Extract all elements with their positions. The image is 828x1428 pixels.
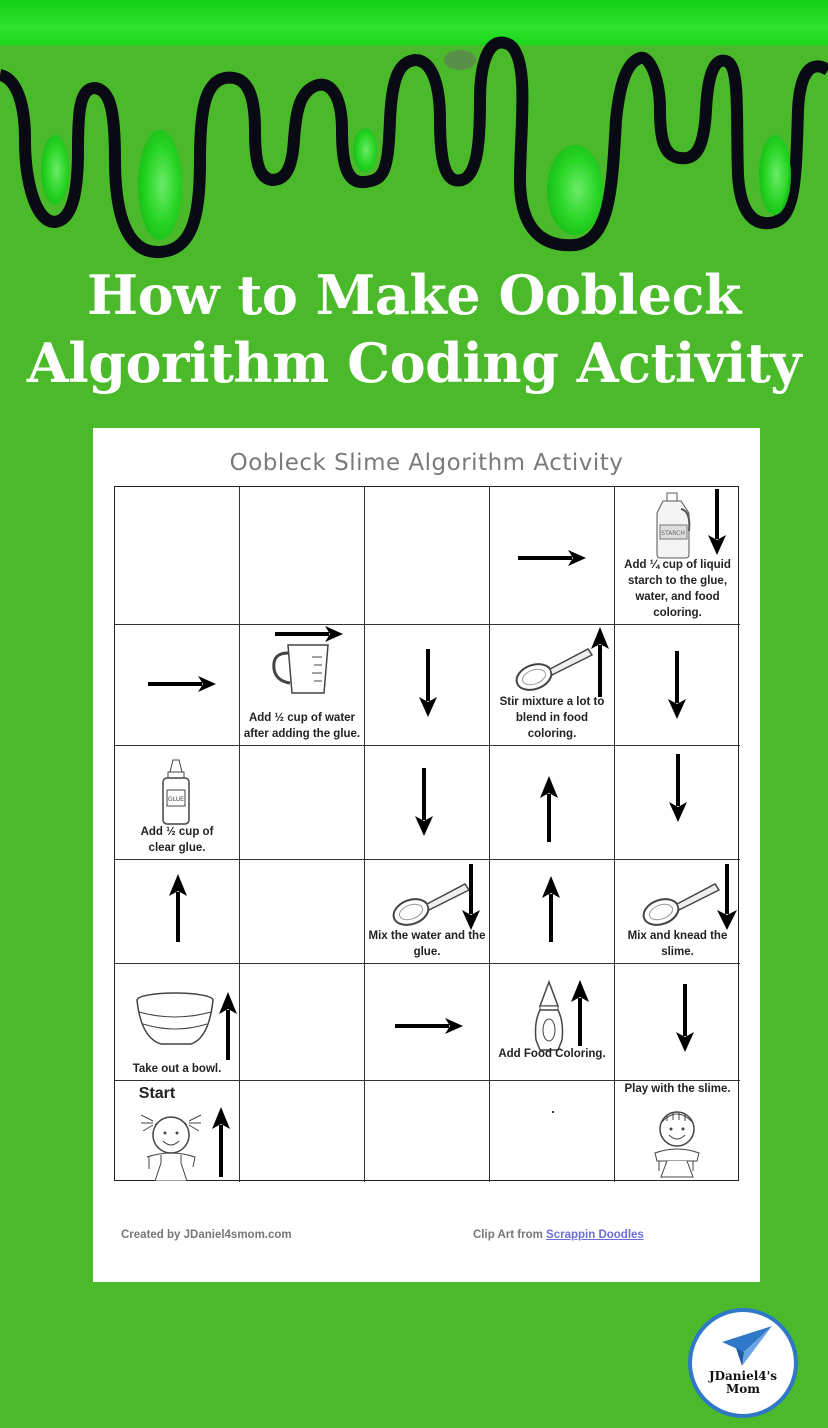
grid-cell-r5-c5 [615, 964, 740, 1081]
grid-cell-r2-c2: Add ½ cup of water after adding the glue… [240, 625, 365, 746]
grid-cell-r4-c4 [490, 860, 615, 964]
cell-caption: Add ½ cup of clear glue. [140, 826, 214, 854]
grid-cell-r3-c4 [490, 746, 615, 860]
grid-cell-r1-c2 [240, 487, 365, 625]
liquid-starch-bottle-icon: STARCH [656, 492, 691, 559]
grid-cell-r3-c3 [365, 746, 490, 860]
cell-caption: Take out a bowl. [132, 1063, 222, 1075]
grid-cell-r4-c2 [240, 860, 365, 964]
arrow-down-icon [669, 754, 687, 822]
grid-cell-r4-c3: Mix the water and the glue. [365, 860, 490, 964]
grid-cell-r5-c3 [365, 964, 490, 1081]
cell-caption: Stir mixture a lot to blend in food colo… [499, 696, 605, 740]
measuring-cup-icon [272, 644, 329, 694]
spoon-icon [515, 648, 594, 691]
arrow-up-icon [169, 874, 187, 942]
badge-line-1: JDaniel4's [708, 1369, 778, 1383]
arrow-up-icon [540, 776, 558, 842]
spoon-icon [392, 883, 471, 926]
arrow-right-icon [148, 676, 216, 692]
arrow-right-icon [395, 1018, 463, 1034]
grid-cell-r6-c3 [365, 1081, 490, 1182]
badge-line-2: Mom [726, 1382, 760, 1396]
grid-cell-r1-c5: STARCH Add ¼ cup of liquid starch to the… [615, 487, 740, 625]
girl-with-slime-icon [141, 1114, 202, 1181]
bowl-icon [136, 992, 214, 1045]
grid-cell-r2-c5 [615, 625, 740, 746]
worksheet-title: Oobleck Slime Algorithm Activity [229, 450, 624, 476]
dot-mark [552, 1111, 554, 1113]
glue-bottle-icon: GLUE [162, 759, 190, 825]
arrow-up-icon [571, 980, 589, 1046]
arrow-down-icon [668, 651, 686, 719]
cell-caption: Mix and knead the slime. [627, 930, 728, 958]
headline-line-2: Algorithm Coding Activity [26, 331, 802, 395]
arrow-down-icon [708, 489, 726, 555]
algorithm-grid: STARCH Add ¼ cup of liquid starch to the… [114, 486, 740, 1182]
grid-cell-r3-c5 [615, 746, 740, 860]
cell-caption: Mix the water and the glue. [368, 930, 486, 958]
boy-with-slime-icon [654, 1111, 700, 1178]
grid-cell-r6-c2 [240, 1081, 365, 1182]
arrow-up-icon [219, 992, 237, 1060]
grid-cell-r6-c5: Play with the slime. [615, 1081, 740, 1182]
arrow-down-icon [462, 864, 480, 930]
cell-caption: Add ¼ cup of liquid starch to the glue, … [624, 559, 731, 619]
footer-credit: Created by JDaniel4smom.com [121, 1229, 292, 1241]
footer-clipart: Clip Art from Scrappin Doodles [473, 1229, 644, 1241]
grid-cell-r1-c3 [365, 487, 490, 625]
arrow-right-icon [275, 626, 343, 642]
cell-caption: Add ½ cup of water after adding the glue… [243, 712, 361, 740]
grid-cell-r2-c4: Stir mixture a lot to blend in food colo… [490, 625, 615, 746]
svg-text:STARCH: STARCH [661, 530, 685, 537]
scrappin-doodles-link[interactable]: Scrappin Doodles [546, 1229, 644, 1241]
slime-drip-decoration [0, 0, 828, 258]
clipart-prefix: Clip Art from [473, 1229, 547, 1241]
start-label: Start [138, 1085, 176, 1102]
arrow-down-icon [419, 649, 437, 717]
grid-cell-r5-c1: Take out a bowl. [115, 964, 240, 1081]
grid-cell-r2-c3 [365, 625, 490, 746]
food-coloring-bottle-icon [534, 980, 564, 1051]
arrow-down-icon [717, 864, 737, 930]
paper-plane-icon [722, 1326, 772, 1366]
arrow-down-icon [676, 984, 694, 1052]
grid-cell-r3-c1: GLUE Add ½ cup of clear glue. [115, 746, 240, 860]
arrow-down-icon [415, 768, 433, 836]
headline-line-1: How to Make Oobleck [87, 263, 741, 327]
cell-caption: Add Food Coloring. [498, 1048, 606, 1060]
arrow-up-icon [591, 627, 609, 697]
arrow-up-icon [542, 876, 560, 942]
arrow-right-icon [518, 550, 586, 566]
arrow-up-icon [212, 1107, 230, 1177]
grid-cell-r1-c1 [115, 487, 240, 625]
worksheet-paper: Oobleck Slime Algorithm Activity STARCH … [93, 428, 760, 1282]
svg-text:GLUE: GLUE [168, 796, 184, 803]
grid-cell-r4-c5: Mix and knead the slime. [615, 860, 740, 964]
grid-cell-r3-c2 [240, 746, 365, 860]
spoon-icon [642, 883, 721, 926]
grid-cell-r2-c1 [115, 625, 240, 746]
grid-cell-r4-c1 [115, 860, 240, 964]
grid-cell-r6-c4 [490, 1081, 615, 1182]
play-with-slime-label: Play with the slime. [624, 1083, 731, 1095]
grid-cell-r5-c4: Add Food Coloring. [490, 964, 615, 1081]
grid-cell-r6-c1: Start [115, 1081, 240, 1182]
grid-cell-r5-c2 [240, 964, 365, 1081]
grid-cell-r1-c4 [490, 487, 615, 625]
